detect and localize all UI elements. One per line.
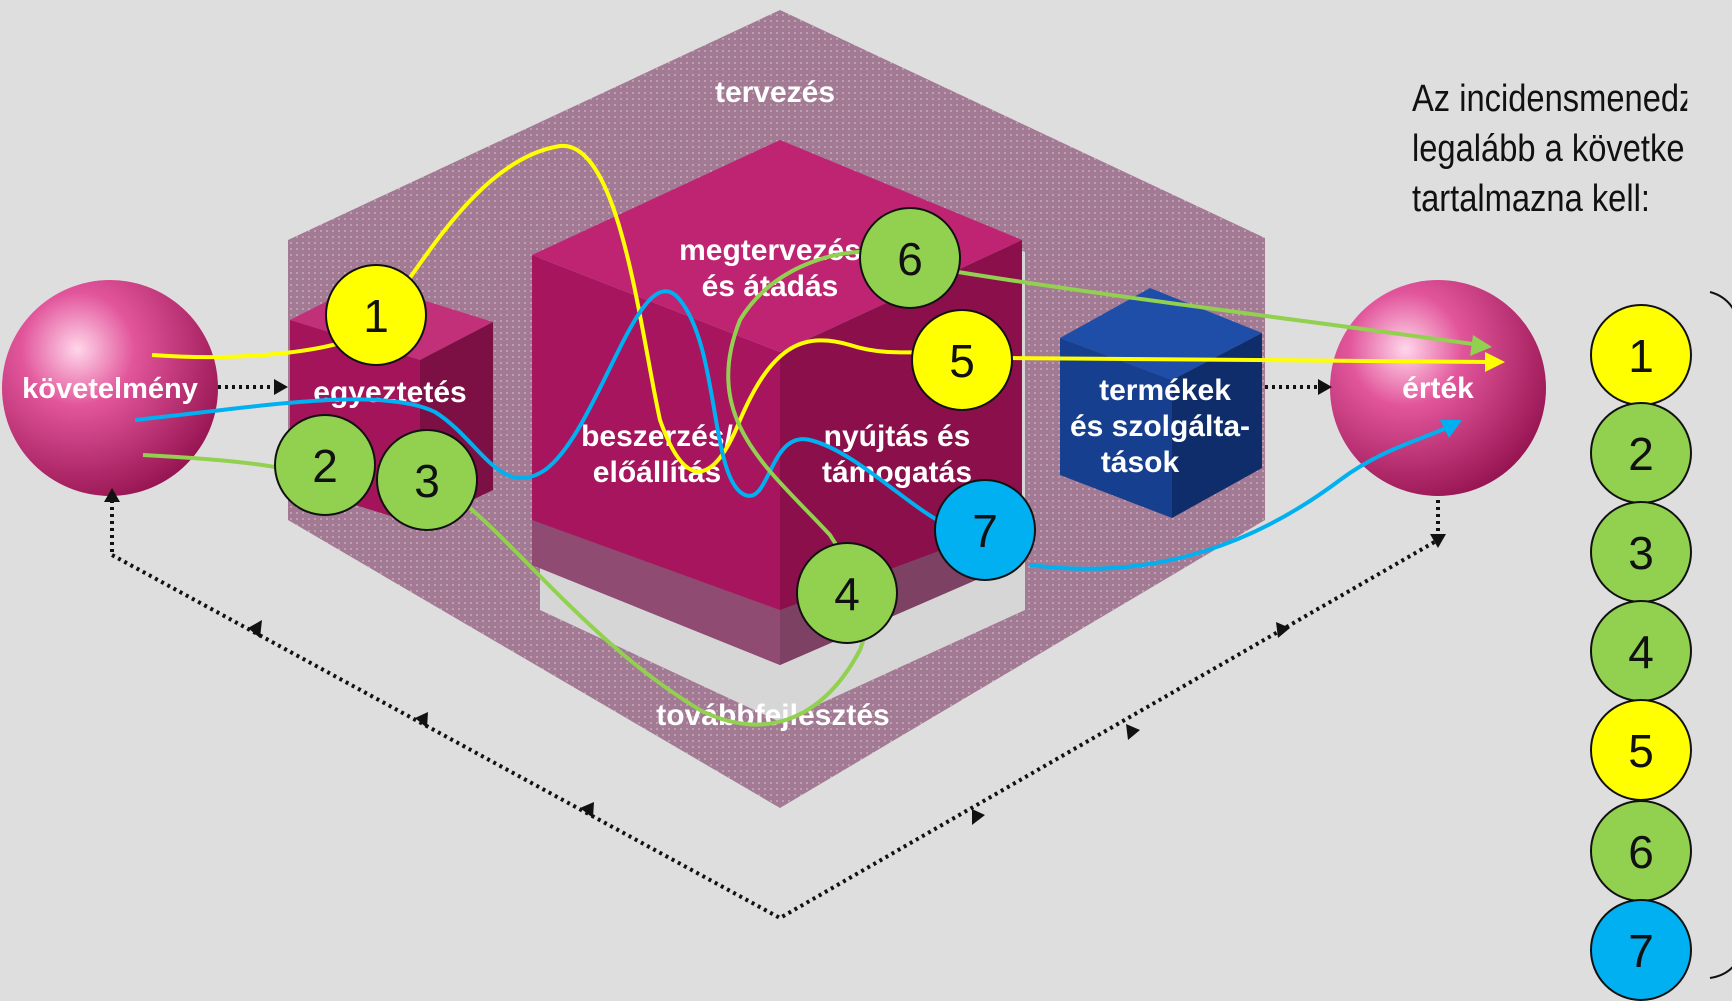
label-improvement: továbbfejlesztés — [656, 699, 889, 732]
marker-4: 4 — [796, 542, 898, 644]
legend-brace — [1709, 291, 1732, 979]
path-green-a — [142, 453, 281, 470]
marker-7: 7 — [934, 479, 1036, 581]
legend-item-4-number: 4 — [1628, 626, 1654, 678]
label-design-line1: megtervezés — [679, 234, 861, 267]
legend-item-7: 7 — [1590, 899, 1692, 1001]
legend-item-5-number: 5 — [1628, 725, 1654, 777]
marker-5-number: 5 — [949, 335, 975, 387]
legend-item-3-number: 3 — [1628, 527, 1654, 579]
legend-item-1-number: 1 — [1628, 330, 1654, 382]
marker-7-circle — [934, 479, 1036, 581]
intro-line-3: tartalmazna kell: — [1412, 178, 1650, 220]
legend-item-1: 1 — [1590, 304, 1692, 406]
markers: 1 2 3 4 5 6 7 — [274, 207, 1036, 644]
path-blue-a — [134, 289, 961, 532]
dotted-flow-arrowheads — [104, 379, 1446, 825]
path-yellow-b — [1007, 356, 1491, 364]
label-deliver-line1: nyújtás és — [824, 420, 971, 453]
legend-item-2-number: 2 — [1628, 428, 1654, 480]
legend: 1 2 3 4 5 6 7 — [1590, 291, 1732, 1001]
label-planning: tervezés — [715, 76, 835, 109]
legend-item-4: 4 — [1590, 600, 1692, 702]
label-products-line3: tások — [1101, 446, 1180, 479]
label-engage: egyeztetés — [313, 376, 466, 409]
marker-2-circle — [274, 414, 376, 516]
label-obtain-line1: beszerzés/ — [581, 420, 733, 453]
legend-item-3: 3 — [1590, 501, 1692, 603]
dotted-flow — [110, 385, 1440, 921]
label-value: érték — [1402, 372, 1474, 405]
label-products-line1: termékek — [1099, 374, 1231, 407]
marker-3: 3 — [376, 429, 478, 531]
label-requirement: követelmény — [22, 373, 198, 405]
intro-line-1: Az incidensmenedz — [1412, 78, 1688, 120]
sphere-requirement — [2, 280, 218, 496]
path-green-c — [957, 270, 1481, 347]
marker-3-number: 3 — [414, 455, 440, 507]
label-products-line2: és szolgálta- — [1070, 410, 1250, 443]
marker-2-number: 2 — [312, 440, 338, 492]
value-stream-arrowheads — [1440, 335, 1505, 438]
marker-6-number: 6 — [897, 233, 923, 285]
legend-item-7-number: 7 — [1628, 925, 1654, 977]
marker-1-circle — [325, 264, 427, 366]
legend-item-6: 6 — [1590, 800, 1692, 902]
sphere-value — [1330, 280, 1546, 496]
path-blue-b — [1029, 426, 1447, 571]
marker-5: 5 — [911, 309, 1013, 411]
legend-item-7-circle — [1590, 899, 1692, 1001]
intro-line-2: legalább a követke — [1412, 128, 1685, 170]
marker-1-number: 1 — [363, 290, 389, 342]
marker-4-circle — [796, 542, 898, 644]
marker-1: 1 — [325, 264, 427, 366]
marker-3-circle — [376, 429, 478, 531]
marker-5-circle — [911, 309, 1013, 411]
label-deliver-line2: támogatás — [822, 456, 972, 489]
marker-2: 2 — [274, 414, 376, 516]
legend-item-2: 2 — [1590, 402, 1692, 504]
legend-item-6-number: 6 — [1628, 826, 1654, 878]
marker-6-circle — [859, 207, 961, 309]
marker-4-number: 4 — [834, 568, 860, 620]
legend-item-5: 5 — [1590, 699, 1692, 801]
marker-7-number: 7 — [972, 505, 998, 557]
cube-products — [1060, 288, 1262, 518]
intro-text: Az incidensmenedz legalább a követke tar… — [1412, 74, 1687, 224]
marker-6: 6 — [859, 207, 961, 309]
